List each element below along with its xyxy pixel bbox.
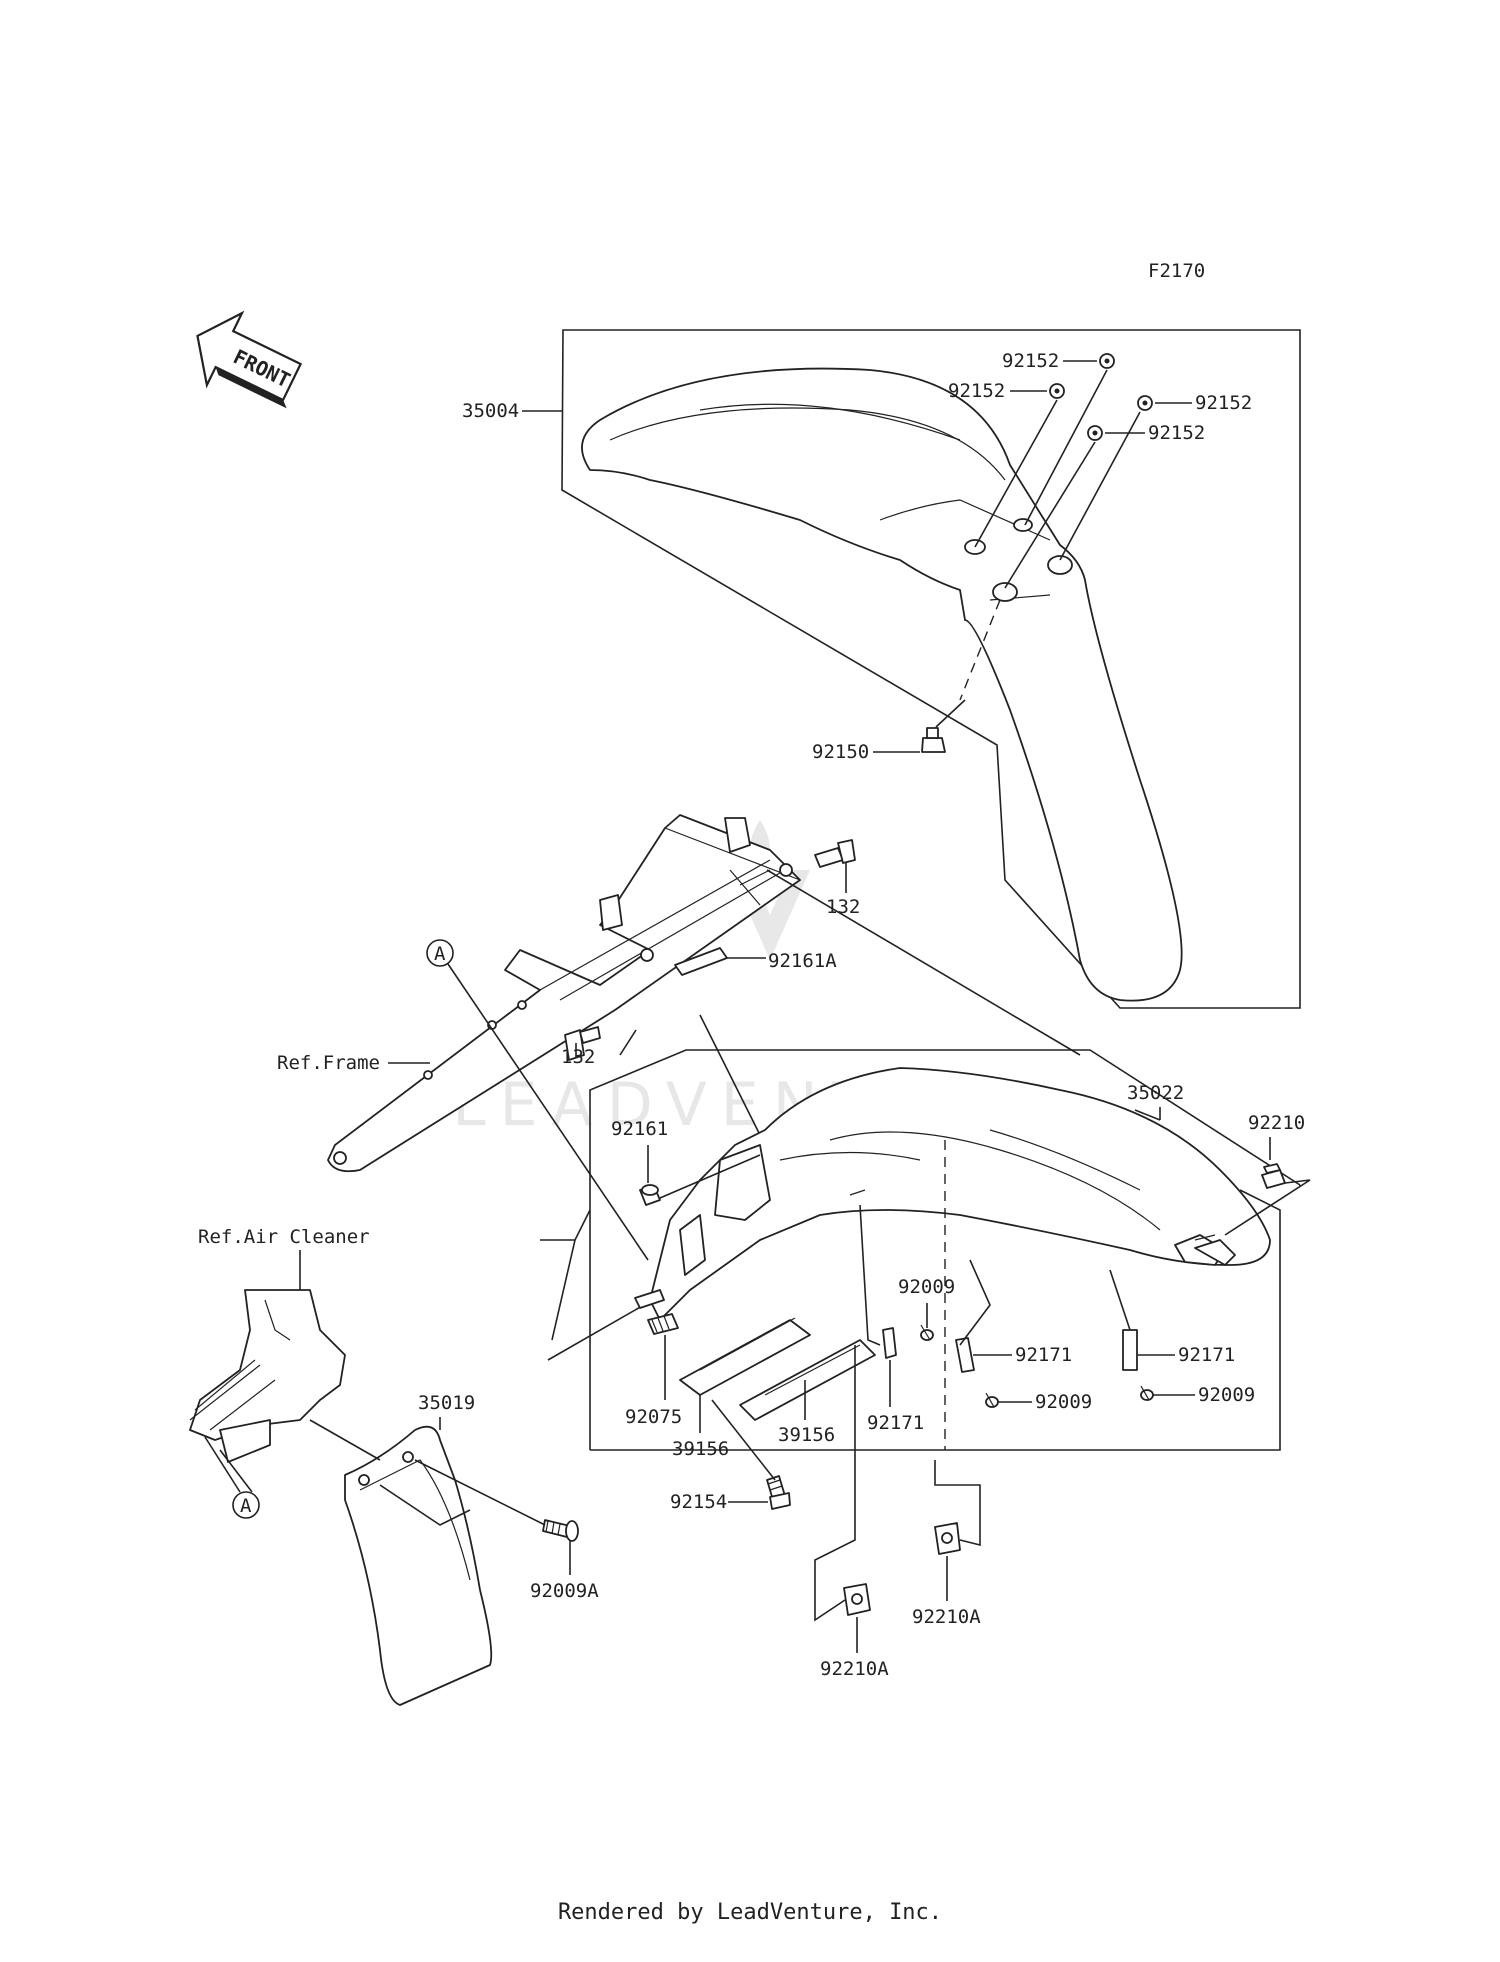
callout-screw-92009A: 92009A [530,1580,599,1602]
frame-section [327,814,801,1173]
bolt-icon [564,839,856,1061]
callout-frame-bolt-1: 132 [826,896,860,918]
clamp-icon [882,1327,1138,1373]
front-arrow-icon: FRONT [196,310,303,409]
screw-icon [920,1324,934,1341]
callout-washer-2: 92152 [948,380,1005,402]
callout-circle-a-bottom: A [240,1495,252,1517]
plate-icon [679,1317,876,1421]
callout-circle-a-top: A [434,943,446,965]
callout-screw-92009-c: 92009 [1198,1384,1255,1406]
reference-a-top [426,939,454,967]
callout-washer-1: 92152 [1002,350,1059,372]
callout-spring-92075: 92075 [625,1406,682,1428]
callout-rear-fender: 35022 [1127,1082,1184,1104]
footer-credit: Rendered by LeadVenture, Inc. [557,1900,943,1925]
callout-plate-39156-b: 39156 [778,1424,835,1446]
ref-air-cleaner-label: Ref.Air Cleaner [198,1226,370,1248]
ref-frame-label: Ref.Frame [277,1052,380,1074]
front-fender [581,367,1183,1002]
nut-icon [843,1522,961,1616]
callout-clamp-92171-b: 92171 [1015,1344,1072,1366]
bolt-icon [766,1475,791,1510]
callout-front-fender: 35004 [462,400,519,422]
diagram-code: F2170 [1148,260,1205,282]
spring-icon [634,1289,679,1335]
rear-fender [649,1067,1271,1450]
front-fender-group-box [561,329,1301,1009]
damper-icon [639,1184,661,1206]
callout-nut-92210: 92210 [1248,1112,1305,1134]
callout-damper-92161: 92161 [611,1118,668,1140]
callout-clamp-92171-c: 92171 [1178,1344,1235,1366]
callout-clamp-92171-a: 92171 [867,1412,924,1434]
screw-icon [985,1385,1154,1408]
callout-mud-flap: 35019 [418,1392,475,1414]
bolt-icon [921,727,946,753]
air-cleaner-section [189,1289,346,1463]
callout-frame-bolt-2: 132 [561,1046,595,1068]
callout-front-bolt: 92150 [812,741,869,763]
reference-a-bottom [232,1491,260,1519]
rear-fender-group-box [590,1189,1281,1451]
nut-icon [1261,1163,1286,1189]
screw-icon [542,1519,579,1542]
mud-flap [344,1425,493,1706]
callout-nut-92210A-b: 92210A [912,1606,981,1628]
callout-bolt-92154: 92154 [670,1491,727,1513]
callout-screw-92009-a: 92009 [898,1276,955,1298]
callout-washer-3: 92152 [1195,392,1252,414]
callout-screw-92009-b: 92009 [1035,1391,1092,1413]
callout-plate-39156-a: 39156 [672,1438,729,1460]
washer-icon [1049,353,1153,441]
callout-nut-92210A-a: 92210A [820,1658,889,1680]
callout-pad-a: 92161A [768,950,837,972]
callout-washer-4: 92152 [1148,422,1205,444]
